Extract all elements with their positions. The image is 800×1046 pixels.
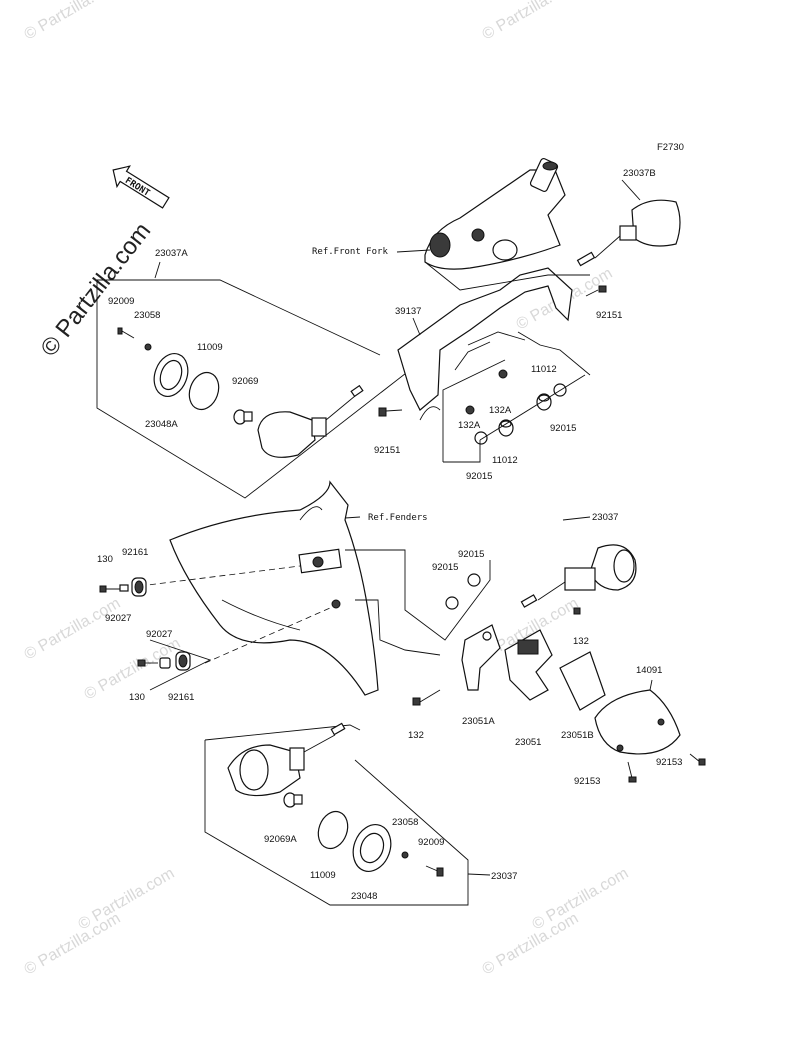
front-fender xyxy=(169,480,379,696)
nut-92015-d xyxy=(467,573,481,587)
label-23058-lower: 23058 xyxy=(392,817,418,828)
leader-lines xyxy=(154,179,653,876)
part-labels: 23037A 23037B 92009 23058 11009 92069 23… xyxy=(97,168,682,902)
lens-23048a xyxy=(153,353,189,397)
label-23051b: 23051B xyxy=(561,730,594,741)
ref-front-fork: Ref.Front Fork xyxy=(312,247,388,257)
stay-bracket-39137 xyxy=(397,267,573,421)
bolt-132-b xyxy=(412,689,441,706)
label-11012-right: 11012 xyxy=(531,364,557,375)
label-92153-left: 92153 xyxy=(574,776,600,787)
bracket-23051 xyxy=(504,629,553,701)
label-92153-right: 92153 xyxy=(656,757,682,768)
label-92027-lower: 92027 xyxy=(146,629,172,640)
label-14091: 14091 xyxy=(636,665,662,676)
bulb-92069a xyxy=(283,792,303,808)
nut-92015-c xyxy=(445,596,459,610)
label-92027-upper: 92027 xyxy=(105,613,131,624)
label-92161-upper: 92161 xyxy=(122,547,148,558)
label-92151-right: 92151 xyxy=(596,310,622,321)
label-23037a: 23037A xyxy=(155,248,188,259)
grommet-11012-right xyxy=(536,393,552,411)
label-92069a: 92069A xyxy=(264,834,297,845)
label-92015-right: 92015 xyxy=(550,423,576,434)
label-130-lower: 130 xyxy=(129,692,145,703)
collar-92027-upper xyxy=(119,584,129,592)
grommet-92161-lower xyxy=(175,651,191,671)
watermark-tile: © Partzilla.com xyxy=(22,0,124,43)
label-23051: 23051 xyxy=(515,737,541,748)
screw-92009-upper xyxy=(117,327,135,339)
oring-11009-upper xyxy=(188,371,220,411)
label-23051a: 23051A xyxy=(462,716,495,727)
screw-92153-b xyxy=(627,761,637,783)
label-92161-lower: 92161 xyxy=(168,692,194,703)
label-23037-mid: 23037 xyxy=(592,512,618,523)
turn-signal-front-right xyxy=(576,199,681,267)
nut-23058-lower xyxy=(401,851,409,859)
bracket-23051b xyxy=(559,651,606,711)
label-92151-left: 92151 xyxy=(374,445,400,456)
bracket-23051a xyxy=(461,624,501,691)
label-39137: 39137 xyxy=(395,306,421,317)
label-23058-upper: 23058 xyxy=(134,310,160,321)
label-11009-lower: 11009 xyxy=(310,870,336,881)
grommet-92161-upper xyxy=(131,577,147,597)
collar-132a-b xyxy=(465,405,475,415)
label-23048a: 23048A xyxy=(145,419,178,430)
screw-92009-lower xyxy=(425,865,444,877)
label-92015-left: 92015 xyxy=(466,471,492,482)
collar-92027-lower xyxy=(159,657,171,669)
grommet-11012-left xyxy=(498,419,514,437)
label-92015-c: 92015 xyxy=(458,549,484,560)
front-fork-bracket xyxy=(424,157,566,270)
nut-23058-upper xyxy=(144,343,152,351)
label-23048: 23048 xyxy=(351,891,377,902)
label-92015-d: 92015 xyxy=(432,562,458,573)
bolt-130-lower xyxy=(137,659,158,667)
turn-signal-front-left xyxy=(257,384,364,458)
label-11009-upper: 11009 xyxy=(197,342,223,353)
collar-132a-a xyxy=(498,369,508,379)
upper-left-assembly xyxy=(96,279,411,499)
figure-code: F2730 xyxy=(657,142,684,153)
front-arrow-icon: FRONT xyxy=(112,165,170,209)
label-11012-left: 11012 xyxy=(492,455,518,466)
lower-left-assembly xyxy=(204,722,469,906)
oring-11009-lower xyxy=(317,810,349,850)
label-23037-lower: 23037 xyxy=(491,871,517,882)
watermark-tile: © Partzilla.com xyxy=(22,910,124,979)
bolt-92151-left xyxy=(378,407,403,417)
watermark-tile: © Partzilla.com xyxy=(22,595,124,664)
label-132-a: 132 xyxy=(573,636,589,647)
label-92009-lower: 92009 xyxy=(418,837,444,848)
watermark-tile: © Partzilla.com xyxy=(480,0,582,43)
nut-92015-left xyxy=(474,431,488,445)
cover-14091 xyxy=(594,689,681,755)
label-92069: 92069 xyxy=(232,376,258,387)
turn-signal-rear-left xyxy=(227,722,346,797)
watermark-tile: © Partzilla.com xyxy=(76,865,178,934)
screw-92153-a xyxy=(689,753,706,766)
bulb-92069 xyxy=(233,409,253,425)
ref-fenders: Ref.Fenders xyxy=(368,513,428,523)
turn-signal-rear-right xyxy=(520,544,637,608)
label-23037b: 23037B xyxy=(623,168,656,179)
label-132-b: 132 xyxy=(408,730,424,741)
bolt-92151-right xyxy=(585,285,607,297)
bolt-132-a xyxy=(573,607,581,615)
lens-23048 xyxy=(352,824,392,872)
label-132a-b: 132A xyxy=(458,420,481,431)
label-92009-upper: 92009 xyxy=(108,296,134,307)
main-watermark: © Partzilla.com xyxy=(35,218,156,362)
label-130-upper: 130 xyxy=(97,554,113,565)
label-132a-a: 132A xyxy=(489,405,512,416)
